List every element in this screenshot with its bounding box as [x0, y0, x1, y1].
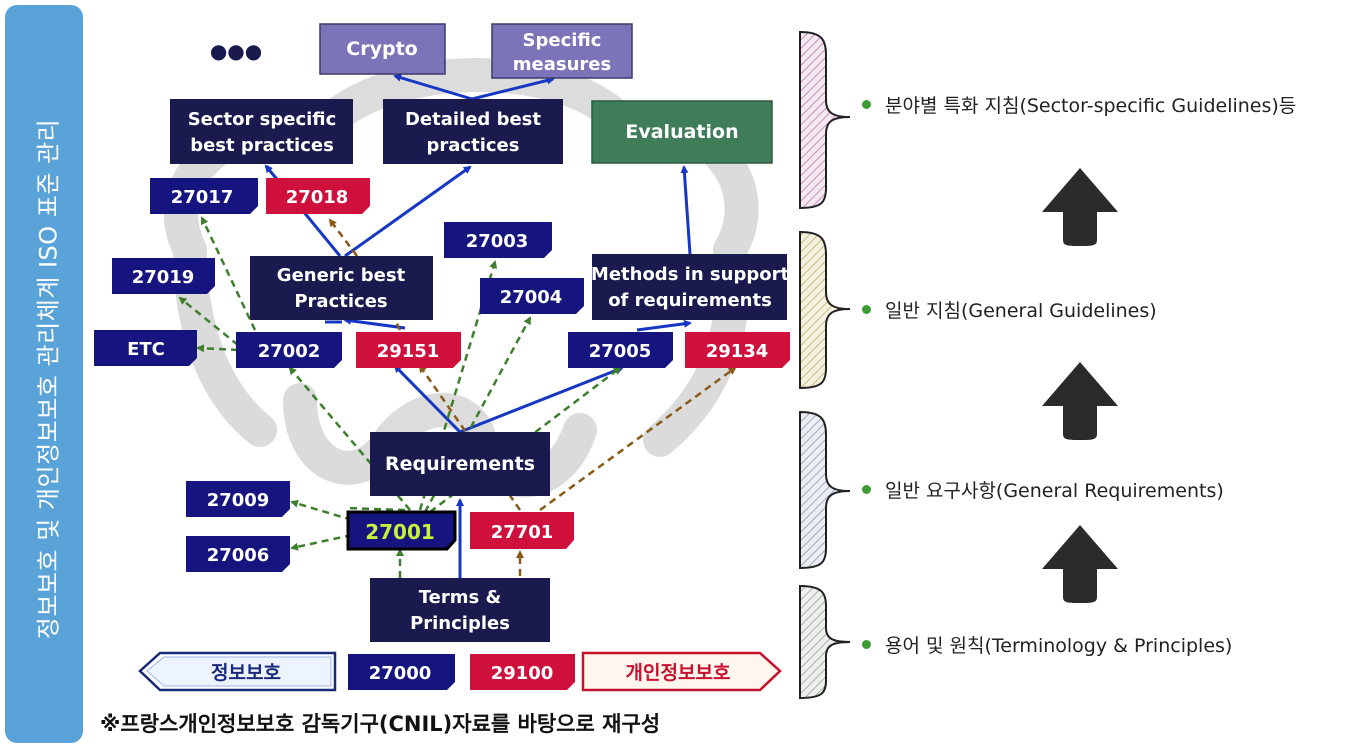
sector-practices-line1: Sector specific	[188, 109, 337, 130]
requirements-label: Requirements	[385, 453, 535, 475]
std-27003-badge	[444, 222, 552, 258]
level-sector-guidelines: 분야별 특화 지침(Sector-specific Guidelines)등	[862, 91, 1296, 118]
terms-principles-line1: Terms &	[419, 587, 501, 608]
std-27005-badge	[568, 332, 673, 368]
brace-general-requirements	[799, 410, 851, 570]
level-general-guidelines: 일반 지침(General Guidelines)	[862, 296, 1157, 323]
std-27017-badge	[150, 178, 258, 214]
std-29100-label: 29100	[491, 663, 554, 684]
level-label: 일반 요구사항(General Requirements)	[885, 480, 1224, 502]
specific-measures-box	[491, 23, 633, 79]
level-terminology-principles: 용어 및 원칙(Terminology & Principles)	[862, 631, 1232, 658]
std-29100-badge	[470, 654, 575, 690]
up-arrow-icon	[1042, 168, 1118, 246]
info-security-label: 정보보호	[211, 662, 281, 684]
source-footnote: ※프랑스개인정보보호 감독기구(CNIL)자료를 바탕으로 재구성	[100, 712, 661, 736]
detailed-practices-box	[383, 99, 563, 164]
std-27019-label: 27019	[132, 267, 195, 288]
evaluation-label: Evaluation	[625, 121, 738, 143]
methods-support-box	[592, 254, 787, 320]
requirements-box	[370, 432, 550, 496]
sector-practices-box	[170, 99, 353, 164]
std-29151-badge	[356, 332, 461, 368]
terms-principles-box	[370, 578, 550, 642]
std-27006-badge	[186, 536, 290, 572]
bullet-dot	[862, 485, 871, 494]
ellipsis-text: ●●●	[210, 39, 262, 63]
std-27017-label: 27017	[171, 187, 234, 208]
up-arrow-icon	[1042, 362, 1118, 440]
std-27004-badge	[480, 278, 584, 314]
std-27018-badge	[266, 178, 370, 214]
std-27001-label: 27001	[365, 520, 435, 544]
std-29134-label: 29134	[706, 341, 769, 362]
std-27001-badge	[346, 510, 457, 551]
specific-measures-line2: measures	[513, 54, 611, 75]
std-27019-badge	[112, 258, 215, 294]
std-27009-badge	[186, 481, 290, 517]
sector-practices-line2: best practices	[190, 135, 334, 156]
generic-practices-box	[250, 256, 433, 320]
bullet-dot	[862, 100, 871, 109]
brace-terminology	[799, 584, 851, 700]
generic-practices-line1: Generic best	[277, 265, 406, 286]
std-27006-label: 27006	[207, 545, 270, 566]
brace-general-guidelines	[799, 230, 851, 390]
std-27701-label: 27701	[491, 522, 554, 543]
std-etc-badge	[94, 330, 197, 366]
bullet-dot	[862, 305, 871, 314]
detailed-practices-line2: practices	[427, 135, 520, 156]
std-27009-label: 27009	[207, 490, 270, 511]
level-general-requirements: 일반 요구사항(General Requirements)	[862, 476, 1224, 503]
std-27000-label: 27000	[369, 663, 432, 684]
crypto-label: Crypto	[346, 38, 417, 60]
methods-support-line2: of requirements	[608, 290, 772, 311]
generic-practices-line2: Practices	[294, 291, 387, 312]
level-label: 일반 지침(General Guidelines)	[885, 300, 1157, 322]
std-27002-badge	[236, 332, 342, 368]
up-arrow-icon	[1042, 525, 1118, 603]
std-27018-label: 27018	[286, 187, 349, 208]
std-etc-label: ETC	[127, 339, 165, 360]
std-27701-badge	[470, 512, 574, 549]
privacy-banner	[581, 651, 782, 692]
std-29134-badge	[685, 332, 790, 368]
detailed-practices-line1: Detailed best	[405, 109, 541, 130]
methods-support-line1: Methods in support	[591, 264, 790, 285]
specific-measures-line1: Specific	[523, 30, 602, 51]
level-label: 용어 및 원칙(Terminology & Principles)	[885, 635, 1233, 657]
std-29151-label: 29151	[377, 341, 440, 362]
std-27000-badge	[348, 654, 455, 690]
privacy-label: 개인정보보호	[626, 662, 731, 684]
crypto-box	[319, 23, 446, 75]
level-label: 분야별 특화 지침(Sector-specific Guidelines)등	[885, 95, 1297, 117]
evaluation-box	[591, 100, 773, 164]
bullet-dot	[862, 640, 871, 649]
sidebar-panel: 정보보호 및 개인정보보호 관리체계 ISO 표준 관리	[5, 5, 83, 743]
level-braces	[799, 30, 851, 700]
std-27005-label: 27005	[589, 341, 652, 362]
terms-principles-line2: Principles	[410, 613, 510, 634]
std-27002-label: 27002	[258, 341, 321, 362]
brace-sector	[799, 30, 851, 210]
std-27004-label: 27004	[500, 287, 563, 308]
std-27003-label: 27003	[466, 231, 529, 252]
